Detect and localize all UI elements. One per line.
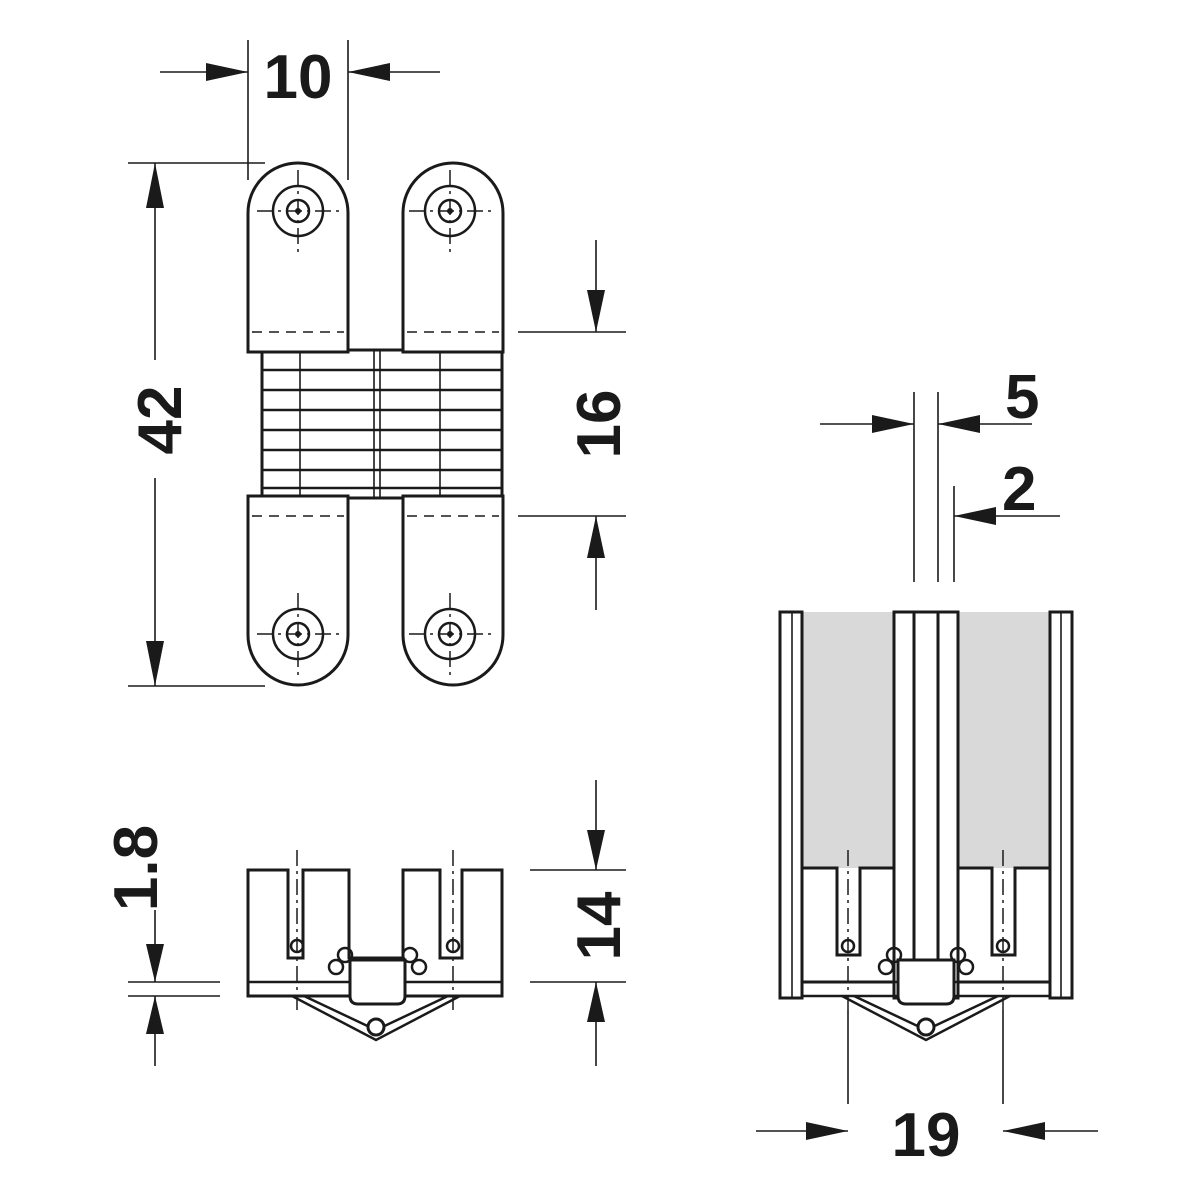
dimension-label-height-total: 42	[126, 386, 195, 455]
dimension-height-total: 42	[126, 162, 265, 687]
hinge-knuckle-body	[260, 348, 504, 500]
dimension-label-body-height: 16	[565, 390, 634, 459]
screw-hole-icon	[257, 593, 339, 675]
plate-top-left	[246, 161, 350, 354]
plate-bottom-left	[246, 494, 350, 687]
dimension-depth: 14	[530, 780, 634, 1066]
plate-top-right	[401, 161, 505, 354]
dimension-label-slot-width: 5	[1005, 363, 1039, 432]
screw-hole-icon	[257, 170, 339, 252]
dimension-thickness: 1.8	[102, 825, 220, 1066]
dimension-slot-width: 5	[820, 363, 1039, 582]
dimension-label-offset: 2	[1002, 455, 1036, 524]
hinge-installed-view	[778, 610, 1074, 1042]
dimension-label-depth: 14	[565, 891, 634, 960]
dimension-body-height: 16	[518, 240, 634, 610]
dimension-offset: 2	[953, 455, 1060, 582]
dimension-label-width-top: 10	[264, 43, 333, 112]
dimension-door-width: 19	[756, 1010, 1098, 1170]
hinge-front-view	[246, 161, 505, 687]
dimension-label-thickness: 1.8	[102, 825, 171, 911]
dimension-label-door-width: 19	[892, 1101, 961, 1170]
plate-bottom-right	[401, 494, 505, 687]
hinge-section-view	[246, 850, 504, 1042]
screw-hole-icon	[409, 593, 491, 675]
screw-hole-icon	[409, 170, 491, 252]
dimension-width-top: 10	[160, 40, 440, 180]
